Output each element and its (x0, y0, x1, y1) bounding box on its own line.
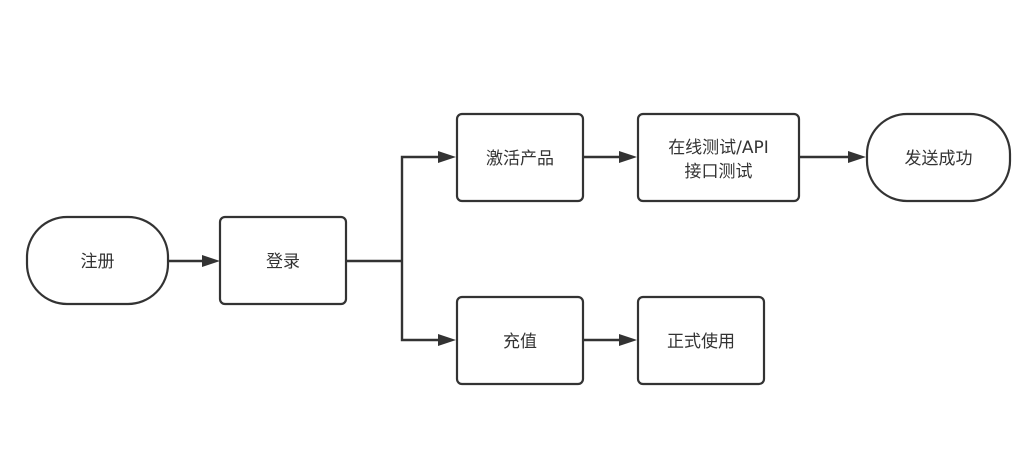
node-formal-use: 正式使用 (636, 295, 766, 386)
node-login: 登录 (218, 215, 348, 306)
edges (168, 151, 866, 346)
edge-branch-to-activate (400, 155, 445, 261)
node-activate: 激活产品 (455, 112, 585, 203)
arrowhead-activate-to-online-test (619, 151, 637, 163)
node-recharge-label: 充值 (503, 332, 537, 352)
arrowhead-register-to-login (202, 255, 220, 267)
node-register: 注册 (25, 215, 170, 306)
node-register-label: 注册 (81, 252, 115, 272)
node-formal-use-label: 正式使用 (667, 331, 735, 352)
node-recharge: 充值 (455, 295, 585, 386)
node-formal-use-shape (636, 295, 766, 386)
node-online-test-label-line2: 接口测试 (685, 162, 753, 182)
node-login-shape (218, 215, 348, 306)
arrowhead-recharge-to-formal-use (619, 334, 637, 346)
node-login-label: 登录 (266, 252, 300, 272)
node-online-test-shape (636, 112, 801, 203)
node-activate-label: 激活产品 (486, 149, 554, 169)
node-send-success-label: 发送成功 (905, 149, 973, 169)
node-send-success: 发送成功 (865, 112, 1012, 203)
node-register-shape (25, 215, 170, 306)
arrowhead-branch-to-activate (438, 151, 456, 163)
node-online-test-label-line1: 在线测试/API (668, 138, 769, 158)
node-recharge-shape (455, 295, 585, 386)
arrowhead-branch-to-recharge (438, 334, 456, 346)
arrowhead-online-test-to-send-success (848, 151, 866, 163)
node-online-test: 在线测试/API 接口测试 (636, 112, 801, 203)
node-activate-shape (455, 112, 585, 203)
edge-branch-to-recharge (400, 261, 445, 342)
node-send-success-shape (865, 112, 1012, 203)
